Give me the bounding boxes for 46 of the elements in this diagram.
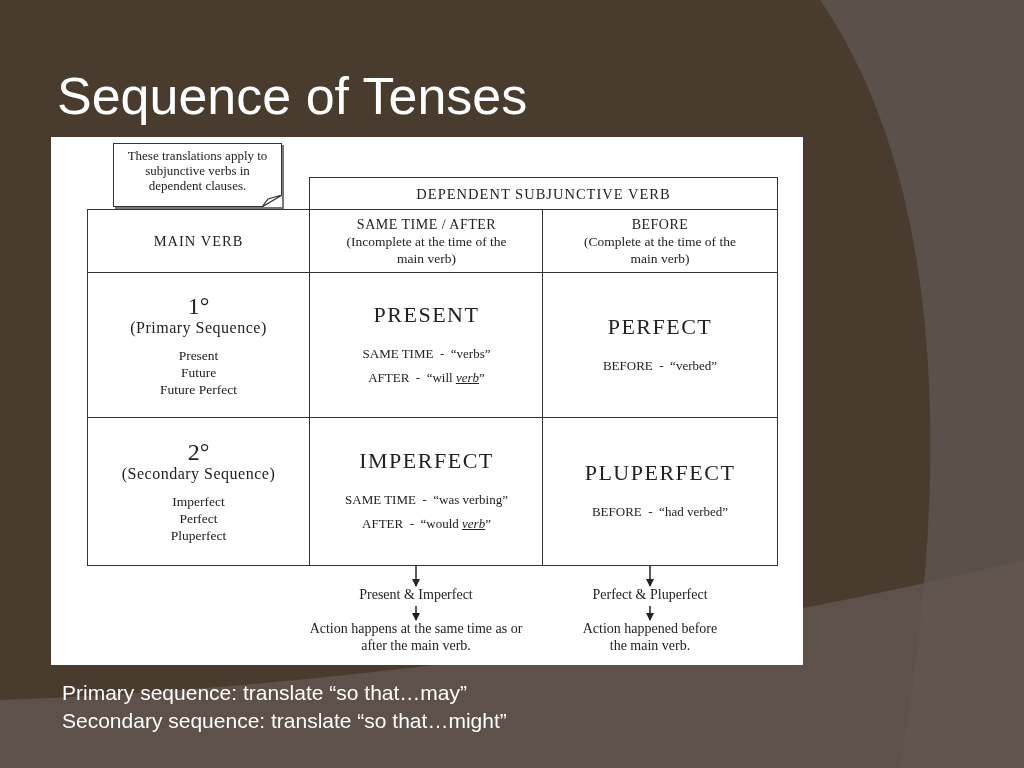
arrow — [412, 605, 420, 621]
caption-text: Primary sequence: translate “so that…may” — [62, 680, 467, 706]
table-cell — [87, 417, 310, 566]
tense-item: Perfect — [179, 510, 218, 527]
result-text: Present & Imperfect — [300, 586, 532, 606]
tense-name: PLUPERFECT — [584, 459, 736, 486]
note-callout: These translations apply to subjunctive verbs in dependent clauses. — [113, 143, 282, 207]
sequence-name: (Primary Sequence) — [130, 319, 267, 337]
translation-text: AFTER - “will verb” — [368, 368, 485, 387]
table-cell — [87, 272, 310, 419]
caption-text: Secondary sequence: translate “so that…might” — [62, 708, 507, 734]
column-heading: MAIN VERB — [153, 233, 244, 250]
table-header-cell — [309, 177, 778, 211]
translation-text: AFTER - “would verb” — [362, 514, 491, 533]
column-note: (Complete at the time of the main verb) — [583, 232, 737, 267]
slide-title: Sequence of Tenses — [57, 66, 528, 126]
column-heading: BEFORE — [631, 216, 689, 233]
table-cell — [542, 417, 778, 566]
sequence-number: 1° — [187, 293, 210, 319]
arrow — [646, 605, 654, 621]
tense-item: Future Perfect — [160, 381, 237, 398]
translation-text: SAME TIME - “was verbing” — [345, 490, 508, 509]
table-header-cell — [542, 209, 778, 274]
translation-text: BEFORE - “had verbed” — [591, 502, 729, 521]
result-text: Action happens at the same time as or after the main verb. — [306, 620, 526, 660]
result-text: Action happened before the main verb. — [575, 620, 725, 660]
arrow — [412, 565, 420, 587]
translation-text: BEFORE - “verbed” — [602, 356, 718, 375]
column-note: (Incomplete at the time of the main verb) — [345, 232, 508, 267]
tense-item: Imperfect — [172, 493, 225, 510]
translation-text: SAME TIME - “verbs” — [362, 344, 491, 363]
tense-item: Pluperfect — [170, 527, 227, 544]
table-cell — [309, 417, 544, 566]
tense-name: PERFECT — [607, 313, 713, 340]
sequence-number: 2° — [187, 439, 210, 465]
sequence-name: (Secondary Sequence) — [121, 465, 276, 483]
tense-name: IMPERFECT — [359, 447, 494, 474]
result-text: Perfect & Pluperfect — [550, 586, 750, 606]
table-header-cell — [87, 209, 310, 274]
tense-item: Present — [178, 347, 219, 364]
arrow — [646, 565, 654, 587]
tense-item: Future — [180, 364, 217, 381]
column-heading: DEPENDENT SUBJUNCTIVE VERB — [416, 185, 671, 203]
tense-name: PRESENT — [373, 301, 480, 328]
column-heading: SAME TIME / AFTER — [356, 216, 497, 233]
table-cell — [542, 272, 778, 419]
